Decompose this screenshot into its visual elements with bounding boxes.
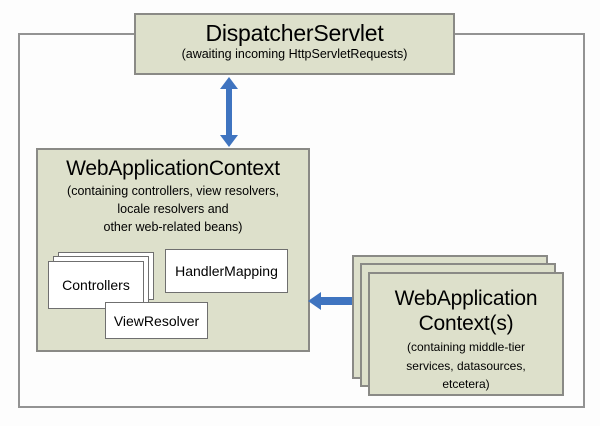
double-arrow-vertical-icon: [220, 77, 238, 147]
dispatcher-servlet-title: DispatcherServlet: [205, 20, 384, 46]
web-application-context-title: WebApplicationContext: [66, 157, 280, 180]
view-resolver-box[interactable]: ViewResolver: [105, 302, 208, 339]
web-application-context-subtitle-line3: other web-related beans): [103, 220, 243, 234]
controllers-label: Controllers: [62, 277, 130, 293]
double-arrow-horizontal-icon: [308, 292, 370, 310]
handler-mapping-label: HandlerMapping: [175, 263, 278, 279]
root-context-subtitle-line3: etcetera): [442, 377, 490, 391]
handler-mapping-box[interactable]: HandlerMapping: [165, 249, 288, 293]
root-context-subtitle-line1: (containing middle-tier: [406, 340, 526, 354]
root-context-title-line1: WebApplication: [394, 287, 538, 310]
dispatcher-to-context-arrow: [218, 77, 240, 147]
controllers-box[interactable]: Controllers: [48, 261, 144, 309]
dispatcher-servlet-box[interactable]: DispatcherServlet (awaiting incoming Htt…: [134, 13, 455, 75]
root-context-subtitle-line2: services, datasources,: [406, 358, 526, 373]
context-to-root-context-arrow: [308, 289, 370, 313]
root-context-title-line2: Context(s): [418, 312, 514, 335]
web-application-context-subtitle-line2: locale resolvers and: [117, 202, 229, 216]
view-resolver-label: ViewResolver: [113, 312, 200, 329]
dispatcher-servlet-subtitle: (awaiting incoming HttpServletRequests): [181, 47, 408, 61]
web-application-context-subtitle-line1: (containing controllers, view resolvers,: [67, 184, 279, 198]
root-web-application-context-box[interactable]: WebApplication Context(s) (containing mi…: [368, 272, 564, 396]
